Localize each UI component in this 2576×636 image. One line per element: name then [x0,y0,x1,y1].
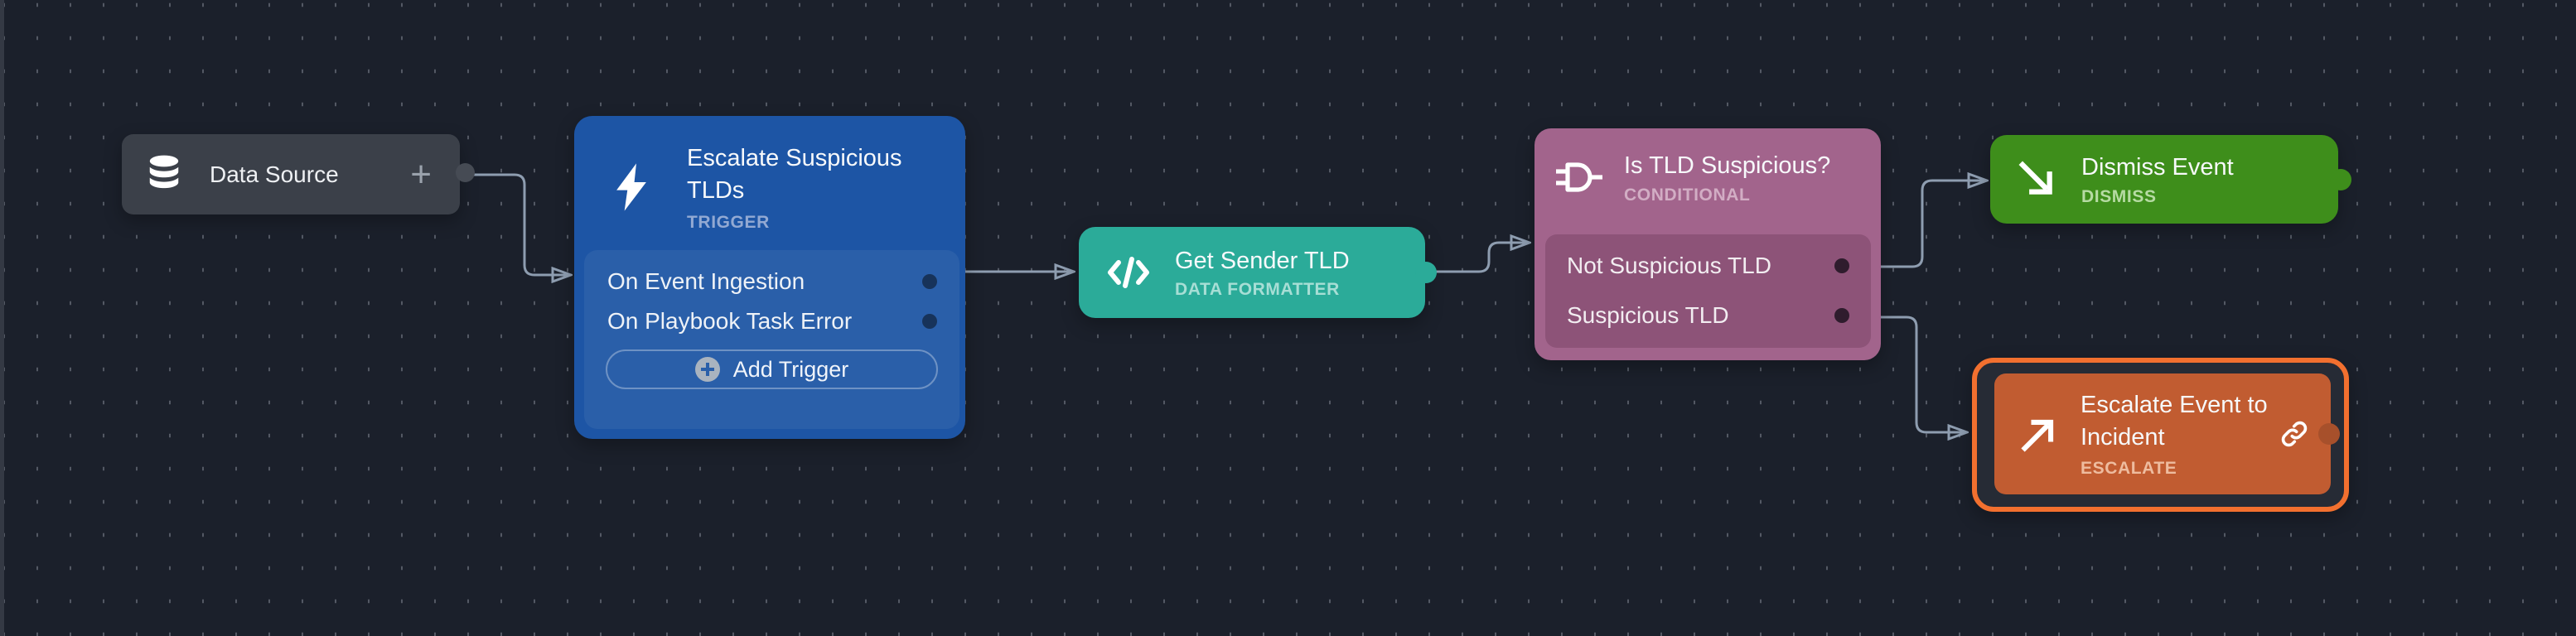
trigger-row-label: On Playbook Task Error [607,308,853,334]
conditional-type-label: CONDITIONAL [1624,185,1751,205]
trigger-header: Escalate Suspicious TLDs TRIGGER [574,116,965,233]
node-conditional[interactable]: Is TLD Suspicious? CONDITIONAL Not Suspi… [1534,128,1881,360]
branch-row-not-suspicious-tld[interactable]: Not Suspicious TLD [1545,241,1871,291]
trigger-output-port-on-event-ingestion[interactable] [922,274,937,289]
formatter-type-label: DATA FORMATTER [1175,280,1340,300]
conditional-header: Is TLD Suspicious? CONDITIONAL [1534,128,1881,205]
trigger-row-on-playbook-task-error[interactable]: On Playbook Task Error [584,301,959,341]
data-source-label: Data Source [210,161,339,187]
branch-label: Suspicious TLD [1567,302,1729,328]
add-data-source-button[interactable]: + [410,153,432,195]
node-dismiss-event[interactable]: Dismiss Event DISMISS [1990,135,2351,224]
plus-circle-icon [694,357,720,382]
escalate-type-label: ESCALATE [2081,459,2177,479]
formatter-title: Get Sender TLD [1175,247,1350,274]
add-trigger-button-label: Add Trigger [732,356,849,382]
code-icon [1105,253,1152,292]
node-escalate-event[interactable]: Escalate Event to Incident ESCALATE [1994,373,2340,494]
trigger-row-label: On Event Ingestion [607,268,805,294]
escalate-output-port[interactable] [2318,423,2340,445]
data-source-output-port[interactable] [456,163,475,182]
escalate-title: Escalate Event to Incident [2081,391,2268,450]
dismiss-type-label: DISMISS [2081,186,2157,206]
link-icon[interactable] [2279,419,2309,449]
add-trigger-button[interactable]: Add Trigger [606,349,938,389]
arrow-up-right-icon [2018,412,2061,455]
logic-gate-icon [1554,157,1604,197]
wire-conditional-to-dismiss [1842,181,1985,268]
trigger-title: Escalate Suspicious TLDs [687,145,902,204]
conditional-title: Is TLD Suspicious? [1624,152,1831,179]
arrow-down-right-icon [2015,157,2060,202]
trigger-output-port-on-playbook-task-error[interactable] [922,314,937,329]
node-trigger[interactable]: Escalate Suspicious TLDs TRIGGER On Even… [574,116,965,439]
node-data-source[interactable]: Data Source + [122,134,475,214]
node-data-formatter[interactable]: Get Sender TLD DATA FORMATTER [1079,227,1437,318]
wire-datasource-to-trigger [466,173,569,275]
formatter-output-port[interactable] [1415,262,1437,283]
branch-label: Not Suspicious TLD [1567,253,1771,278]
lightning-bolt-icon [607,161,655,213]
wire-conditional-to-escalate [1842,316,1965,432]
database-icon [145,152,183,197]
branch-output-port-not-suspicious[interactable] [1834,258,1849,273]
trigger-row-on-event-ingestion[interactable]: On Event Ingestion [584,262,959,301]
conditional-branch-panel: Not Suspicious TLD Suspicious TLD [1545,234,1871,348]
dismiss-output-port[interactable] [2330,169,2351,190]
selection-ring: Escalate Event to Incident ESCALATE [1972,358,2349,512]
trigger-list-panel: On Event Ingestion On Playbook Task Erro… [584,250,959,429]
canvas-left-edge [0,0,4,636]
dismiss-title: Dismiss Event [2081,154,2234,181]
wire-formatter-to-conditional [1427,243,1528,273]
branch-output-port-suspicious[interactable] [1834,308,1849,323]
branch-row-suspicious-tld[interactable]: Suspicious TLD [1545,291,1871,340]
trigger-type-label: TRIGGER [687,212,770,232]
